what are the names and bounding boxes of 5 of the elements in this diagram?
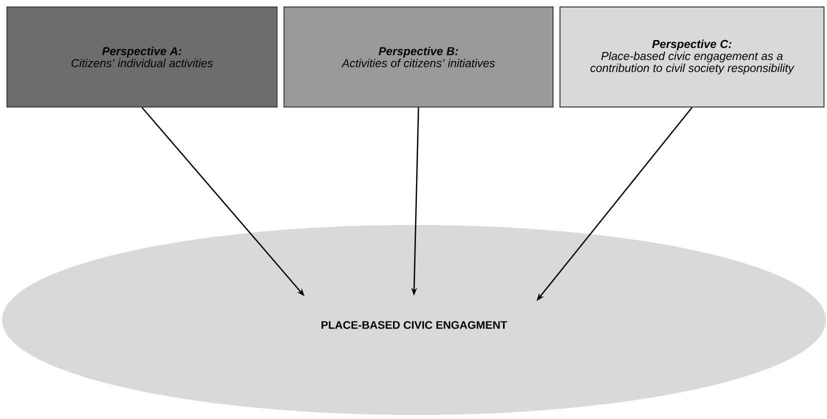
ellipse: [2, 224, 826, 415]
perspective-box: Perspective B: Activities of citizens’ initiatives: [284, 6, 554, 108]
perspective-box: Perspective C: Place-based civic engagement as a contribution to civil society responsibility: [560, 6, 824, 108]
perspective-box: Perspective A: Citizens’ individual activities: [6, 6, 278, 108]
ellipse-label: PLACE-BASED CIVIC ENGAGMENT: [322, 321, 508, 329]
